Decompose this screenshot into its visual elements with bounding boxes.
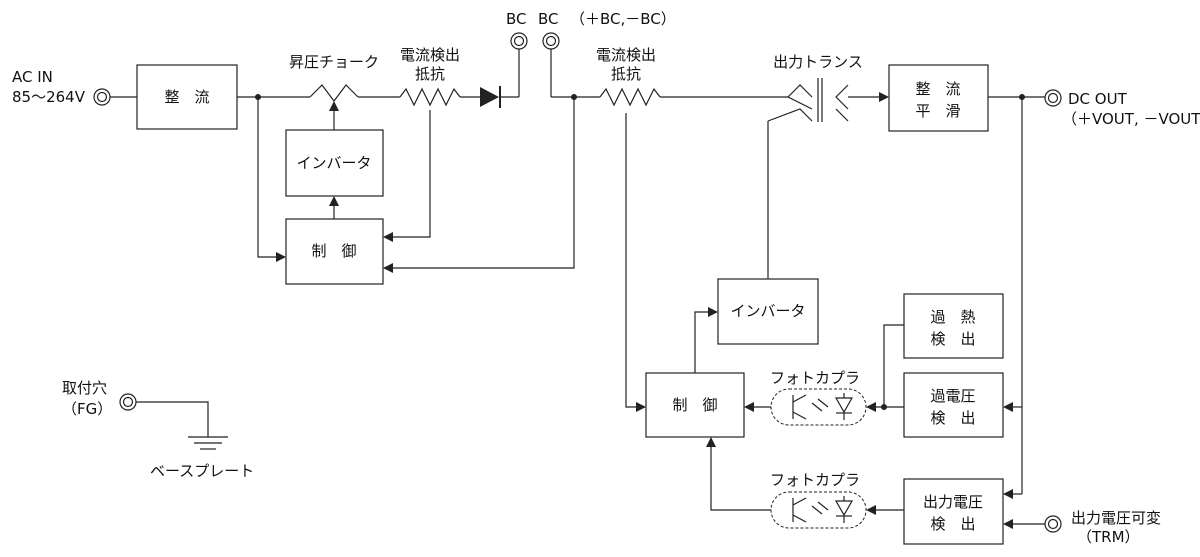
overvoltage-label-2: 検 出: [930, 409, 975, 427]
overheat-label-1: 過 熱: [930, 308, 975, 326]
control-secondary-label: 制 御: [672, 396, 717, 414]
base-plate-label: ベースプレート: [150, 462, 254, 480]
photocoupler-1-label: フォトカプラ: [770, 369, 860, 387]
secondary-control-wiring: [625, 97, 1045, 529]
overheat-detect-block: 過 熱 検 出: [903, 293, 1004, 359]
photocoupler-2-label: フォトカプラ: [770, 471, 860, 489]
bc-right-terminal: [542, 32, 560, 50]
trm-terminal: [1044, 515, 1062, 533]
bc-note-label: （＋BC,－BC）: [570, 10, 676, 28]
bc-right-label: BC: [538, 10, 559, 28]
dc-out-label: DC OUT: [1068, 90, 1128, 108]
ac-in-terminal: [93, 88, 111, 106]
inverter-secondary-label: インバータ: [730, 302, 805, 320]
primary-control-wiring: [257, 97, 575, 273]
rectify-smooth-label-2: 平 滑: [915, 102, 960, 120]
control-secondary-block: 制 御: [645, 372, 745, 438]
ground-symbol-icon: [136, 401, 228, 450]
dc-out-terminal: [1044, 89, 1062, 107]
diode-icon: [480, 87, 499, 107]
fg-terminal: [119, 393, 137, 411]
photocoupler-1-icon: [770, 388, 867, 426]
dc-out-note-label: （＋VOUT, －VOUT）: [1062, 110, 1200, 128]
overheat-label-2: 検 出: [930, 330, 975, 348]
photocoupler-2-icon: [770, 491, 867, 529]
rectify-smooth-label-1: 整 流: [915, 80, 960, 98]
trm-note-label: （TRM）: [1077, 528, 1140, 546]
inverter-secondary-block: インバータ: [717, 278, 819, 345]
output-voltage-detect-block: 出力電圧 検 出: [903, 478, 1004, 545]
sense-resistor-2-icon: [599, 87, 661, 107]
boost-choke-icon: [309, 84, 359, 102]
sense-resistor-1-icon: [399, 87, 461, 107]
fg-label: 取付穴: [62, 379, 107, 397]
rectifier-label: 整 流: [164, 88, 209, 106]
control-primary-label: 制 御: [311, 242, 356, 260]
main-power-line: [110, 49, 1045, 122]
overvoltage-detect-block: 過電圧 検 出: [903, 372, 1004, 438]
outvolt-label-1: 出力電圧: [923, 493, 983, 511]
ac-in-range-label: 85～264V: [12, 88, 86, 106]
bc-left-terminal: [510, 32, 528, 50]
control-primary-block: 制 御: [285, 218, 384, 285]
trm-label: 出力電圧可変: [1071, 509, 1161, 527]
sense-resistor-1-label-2: 抵抗: [415, 65, 445, 83]
overvoltage-label-1: 過電圧: [930, 387, 975, 405]
inverter-primary-block: インバータ: [285, 129, 384, 197]
boost-choke-label: 昇圧チョーク: [289, 53, 379, 71]
sense-resistor-2-label-1: 電流検出: [596, 46, 656, 64]
rectifier-block: 整 流: [136, 64, 238, 130]
sense-resistor-1-label-1: 電流検出: [400, 46, 460, 64]
rectify-smooth-block: 整 流 平 滑: [888, 64, 989, 132]
sense-resistor-2-label-2: 抵抗: [611, 65, 641, 83]
output-transformer-icon: [767, 78, 849, 122]
bc-left-label: BC: [506, 10, 527, 28]
outvolt-label-2: 検 出: [930, 515, 975, 533]
fg-note-label: （FG）: [62, 400, 112, 418]
output-transformer-label: 出力トランス: [773, 53, 863, 71]
ac-in-label: AC IN: [12, 68, 53, 86]
inverter-primary-label: インバータ: [296, 154, 371, 172]
